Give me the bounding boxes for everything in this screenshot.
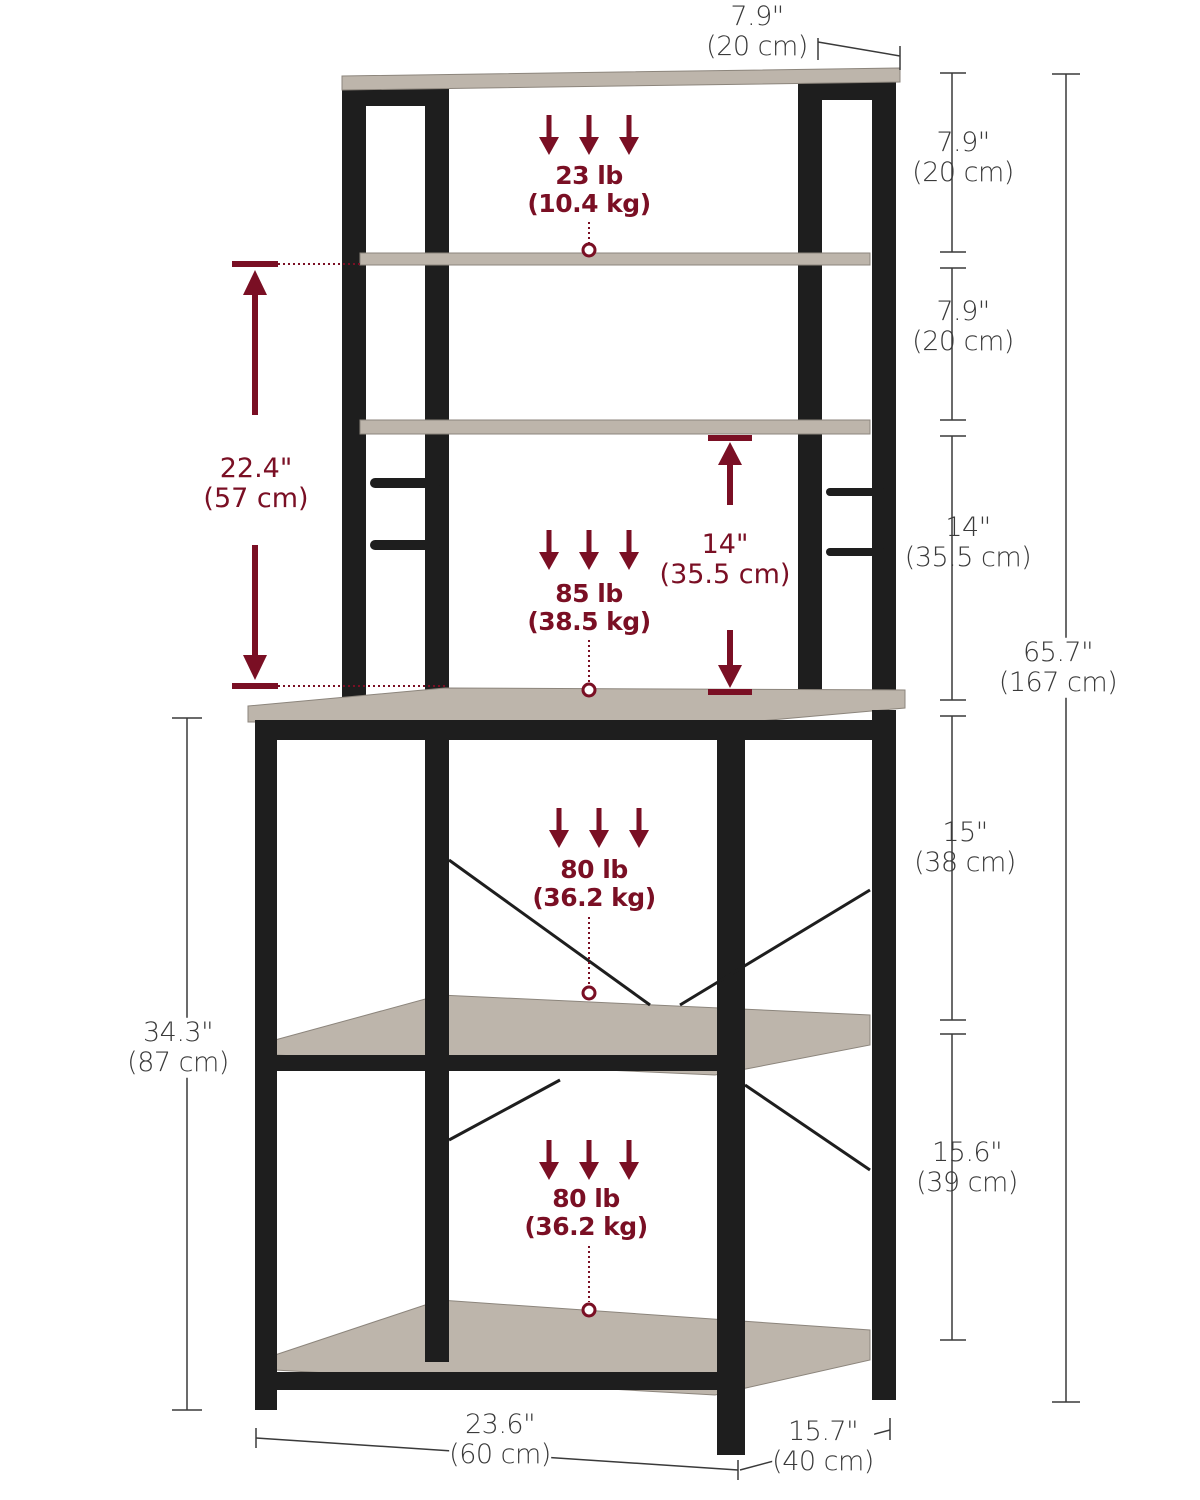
inch-value: 7.9" — [730, 0, 784, 32]
top-depth-label: 7.9"(20 cm) — [706, 0, 808, 62]
inch-value: 14" — [701, 528, 749, 560]
cm-value: (40 cm) — [772, 1446, 874, 1477]
total-height-label: 65.7"(167 cm) — [998, 636, 1118, 699]
load-kg: (36.2 kg) — [524, 1212, 648, 1241]
load-capacity-bottom: 80 lb(36.2 kg) — [524, 1184, 648, 1241]
inch-value: 22.4" — [219, 452, 293, 484]
depth-label: 15.7"(40 cm) — [772, 1415, 874, 1478]
inch-value: 15.7" — [787, 1415, 859, 1447]
red-dimension-arrows — [232, 261, 752, 695]
cm-value: (38 cm) — [914, 847, 1016, 878]
cm-value: (57 cm) — [203, 483, 309, 514]
cm-value: (39 cm) — [916, 1167, 1018, 1198]
cm-value: (167 cm) — [998, 667, 1118, 698]
load-lb: 80 lb — [552, 1184, 620, 1213]
load-kg: (38.5 kg) — [527, 607, 651, 636]
inch-value: 65.7" — [1022, 636, 1094, 668]
inch-value: 23.6" — [464, 1408, 536, 1440]
load-capacity-counter: 85 lb(38.5 kg) — [527, 579, 651, 636]
hutch-gap-inner-label: 14"(35.5 cm) — [659, 528, 791, 590]
inch-value: 7.9" — [936, 126, 990, 158]
cm-value: (35.5 cm) — [659, 559, 791, 590]
hutch-frame — [342, 82, 896, 712]
load-capacity-middle: 80 lb(36.2 kg) — [532, 855, 656, 912]
cm-value: (20 cm) — [706, 31, 808, 62]
lower-base-gap-label: 15.6"(39 cm) — [916, 1136, 1018, 1198]
load-kg: (10.4 kg) — [527, 189, 651, 218]
load-capacity-top: 23 lb(10.4 kg) — [527, 161, 651, 218]
cm-value: (35.5 cm) — [904, 542, 1032, 573]
inch-value: 14" — [945, 511, 991, 543]
upper-base-gap-label: 15"(38 cm) — [914, 816, 1016, 878]
cm-value: (87 cm) — [127, 1047, 229, 1078]
load-lb: 85 lb — [555, 579, 623, 608]
inch-value: 34.3" — [142, 1016, 214, 1048]
width-label: 23.6"(60 cm) — [449, 1408, 551, 1471]
cm-value: (20 cm) — [912, 157, 1014, 188]
load-lb: 23 lb — [555, 161, 623, 190]
inch-value: 15" — [942, 816, 988, 848]
counter-height-label: 34.3"(87 cm) — [127, 1016, 229, 1079]
second-gap-label: 7.9"(20 cm) — [912, 295, 1014, 357]
top-gap-label: 7.9"(20 cm) — [912, 126, 1014, 188]
hutch-gap-right-label: 14"(35.5 cm) — [904, 511, 1032, 573]
load-points — [581, 222, 597, 1318]
hutch-height-label: 22.4"(57 cm) — [203, 452, 309, 514]
inch-value: 15.6" — [931, 1136, 1003, 1168]
cm-value: (60 cm) — [449, 1439, 551, 1470]
inch-value: 7.9" — [936, 295, 990, 327]
load-lb: 80 lb — [560, 855, 628, 884]
cm-value: (20 cm) — [912, 326, 1014, 357]
load-arrows — [539, 115, 649, 1180]
base-frame — [255, 710, 896, 1455]
load-kg: (36.2 kg) — [532, 883, 656, 912]
